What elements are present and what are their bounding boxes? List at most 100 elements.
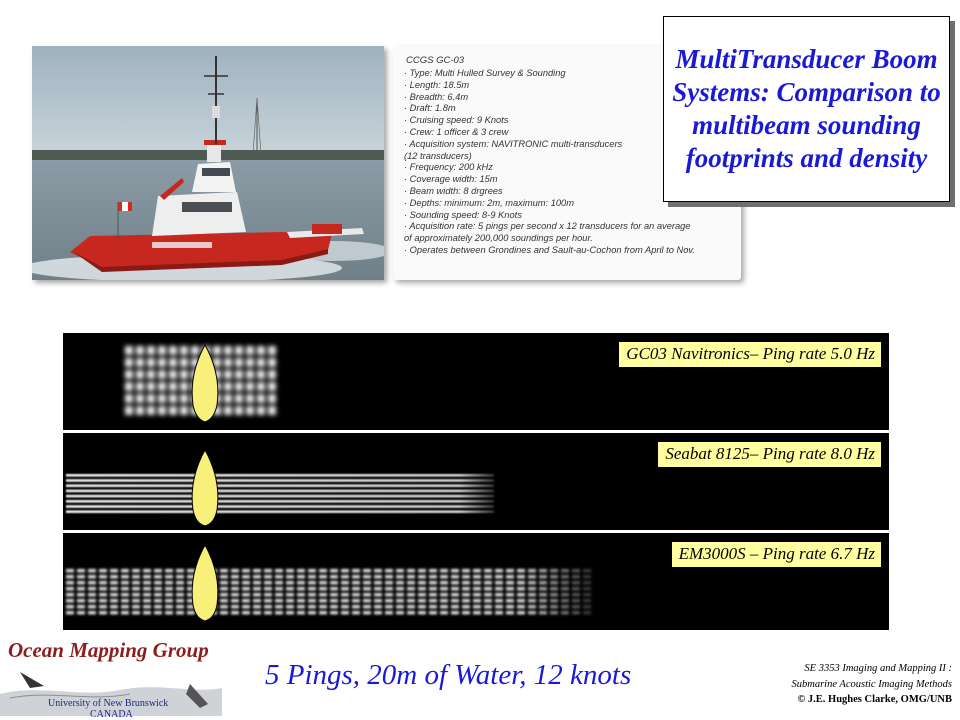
footprint-cell xyxy=(561,605,569,609)
footprint-cell xyxy=(99,581,107,585)
footprint-cell xyxy=(308,569,316,573)
footprint-cell xyxy=(125,394,133,403)
footprint-cell xyxy=(235,406,243,415)
footprint-cell xyxy=(66,500,494,503)
footprint-cell xyxy=(110,605,118,609)
vessel-photo xyxy=(32,46,384,280)
footprint-cell xyxy=(66,581,74,585)
footprint-plot-gc03 xyxy=(125,343,276,423)
footprint-cell xyxy=(319,605,327,609)
footprint-cell xyxy=(99,569,107,573)
footprint-cell xyxy=(264,575,272,579)
footprint-cell xyxy=(136,394,144,403)
footprint-cell xyxy=(235,358,243,367)
footprint-cell xyxy=(352,593,360,597)
footprint-cell xyxy=(473,581,481,585)
footprint-cell xyxy=(268,394,276,403)
logo-name: Ocean Mapping Group xyxy=(8,638,209,662)
footprint-cell xyxy=(308,581,316,585)
footprint-cell xyxy=(158,382,166,391)
footprint-cell xyxy=(235,370,243,379)
footprint-cell xyxy=(110,587,118,591)
footprint-cell xyxy=(385,593,393,597)
footprint-cell xyxy=(374,605,382,609)
footprint-cell xyxy=(286,599,294,603)
slide-caption: 5 Pings, 20m of Water, 12 knots xyxy=(265,659,632,691)
footprint-cell xyxy=(539,593,547,597)
footprint-cell xyxy=(528,605,536,609)
footprint-cell xyxy=(407,569,415,573)
footprint-cell xyxy=(231,587,239,591)
spec-item: (12 transducers) xyxy=(404,150,472,161)
footprint-cell xyxy=(363,581,371,585)
footprint-cell xyxy=(66,474,494,477)
footprint-cell xyxy=(125,370,133,379)
footprint-cell xyxy=(440,581,448,585)
footprint-cell xyxy=(231,593,239,597)
footprint-cell xyxy=(187,587,195,591)
footprint-cell xyxy=(506,611,514,615)
footprint-cell xyxy=(268,346,276,355)
footprint-cell xyxy=(396,569,404,573)
footprint-cell xyxy=(583,611,591,615)
footprint-cell xyxy=(440,575,448,579)
footprint-cell xyxy=(264,605,272,609)
footprint-cell xyxy=(396,611,404,615)
footprint-cell xyxy=(220,581,228,585)
footprint-cell xyxy=(462,587,470,591)
footprint-cell xyxy=(169,406,177,415)
footprint-cell xyxy=(297,587,305,591)
footprint-cell xyxy=(77,575,85,579)
footprint-cell xyxy=(583,587,591,591)
footprint-cell xyxy=(330,575,338,579)
footprint-cell xyxy=(88,611,96,615)
footprint-cell xyxy=(154,611,162,615)
footprint-cell xyxy=(396,587,404,591)
spec-item: · Breadth: 6.4m xyxy=(404,91,469,102)
footprint-cell xyxy=(352,611,360,615)
footprint-cell xyxy=(385,599,393,603)
footprint-cell xyxy=(330,569,338,573)
footprint-cell xyxy=(136,346,144,355)
footprint-cell xyxy=(147,406,155,415)
footprint-cell xyxy=(506,605,514,609)
spec-item: · Coverage width: 15m xyxy=(404,174,498,185)
footprint-cell xyxy=(561,587,569,591)
footprint-cell xyxy=(517,611,525,615)
footprint-cell xyxy=(352,599,360,603)
footprint-cell xyxy=(121,611,129,615)
footprint-cell xyxy=(418,593,426,597)
spec-item: · Beam width: 8 drgrees xyxy=(404,185,503,196)
footprint-cell xyxy=(539,575,547,579)
logo-university: University of New Brunswick xyxy=(48,698,169,709)
footprint-cell xyxy=(473,587,481,591)
footprint-cell xyxy=(88,605,96,609)
footprint-cell xyxy=(539,605,547,609)
footprint-cell xyxy=(506,581,514,585)
footprint-cell xyxy=(220,593,228,597)
footprint-cell xyxy=(253,587,261,591)
footprint-cell xyxy=(286,587,294,591)
footprint-cell xyxy=(231,569,239,573)
footprint-cell xyxy=(187,575,195,579)
footprint-cell xyxy=(264,593,272,597)
footprint-cell xyxy=(154,593,162,597)
footprint-cell xyxy=(275,605,283,609)
spec-item: of approximately 200,000 soundings per h… xyxy=(404,233,593,244)
footprint-cell xyxy=(187,599,195,603)
footprint-cell xyxy=(165,599,173,603)
footprint-cell xyxy=(418,611,426,615)
footprint-cell xyxy=(286,593,294,597)
ocean-mapping-group-logo: Ocean Mapping Group University of New Br… xyxy=(0,638,222,720)
footprint-cell xyxy=(158,406,166,415)
panel-label-gc03: GC03 Navitronics– Ping rate 5.0 Hz xyxy=(619,342,881,367)
footprint-cell xyxy=(110,611,118,615)
footprint-cell xyxy=(180,394,188,403)
footprint-cell xyxy=(66,605,74,609)
footprint-cell xyxy=(66,593,74,597)
footprint-cell xyxy=(77,587,85,591)
footprint-cell xyxy=(495,575,503,579)
footprint-cell xyxy=(341,611,349,615)
spec-item: · Operates between Grondines and Sault-a… xyxy=(404,244,695,255)
footprint-cell xyxy=(242,611,250,615)
